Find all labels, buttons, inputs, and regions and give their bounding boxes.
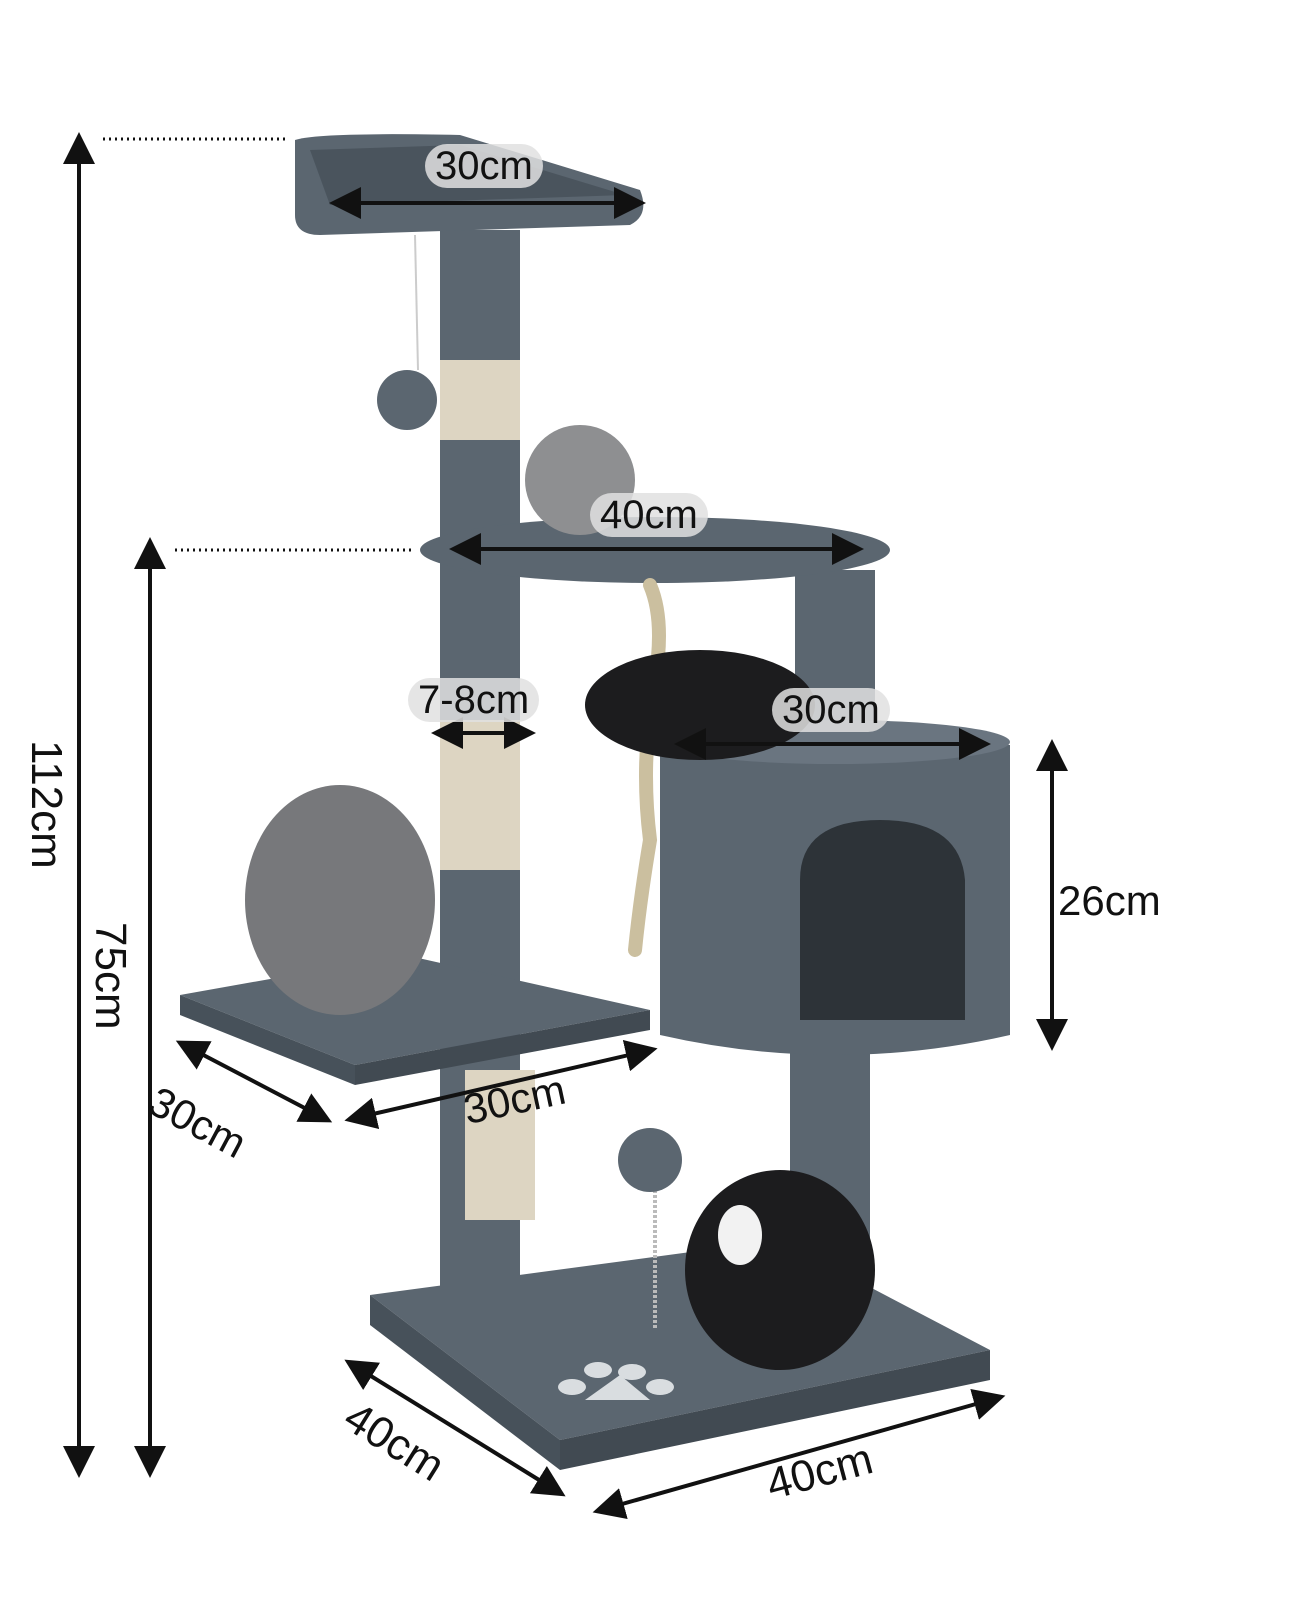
post-diameter-label: 7-8cm (408, 678, 540, 722)
main-scratching-post (440, 230, 535, 1320)
condo-height-label: 26cm (1058, 877, 1161, 924)
kitten-scratching (245, 785, 435, 1015)
condo-entrance (800, 820, 965, 1020)
middle-platform-width-label: 40cm (590, 493, 708, 537)
toy-string (414, 234, 419, 371)
pom-pom-toy (377, 370, 437, 430)
rope-toy (628, 578, 666, 957)
total-height-label: 112cm (22, 740, 71, 869)
dimension-lines (63, 132, 1068, 1520)
top-perch-width-label: 30cm (425, 144, 543, 188)
kitten-base (685, 1170, 875, 1370)
condo-top-width-label: 30cm (772, 688, 890, 732)
middle-platform-height-label: 75cm (86, 922, 135, 1030)
spring-pom-pom (618, 1128, 682, 1192)
cat-condo (660, 720, 1010, 1055)
dotted-guides (103, 137, 415, 552)
